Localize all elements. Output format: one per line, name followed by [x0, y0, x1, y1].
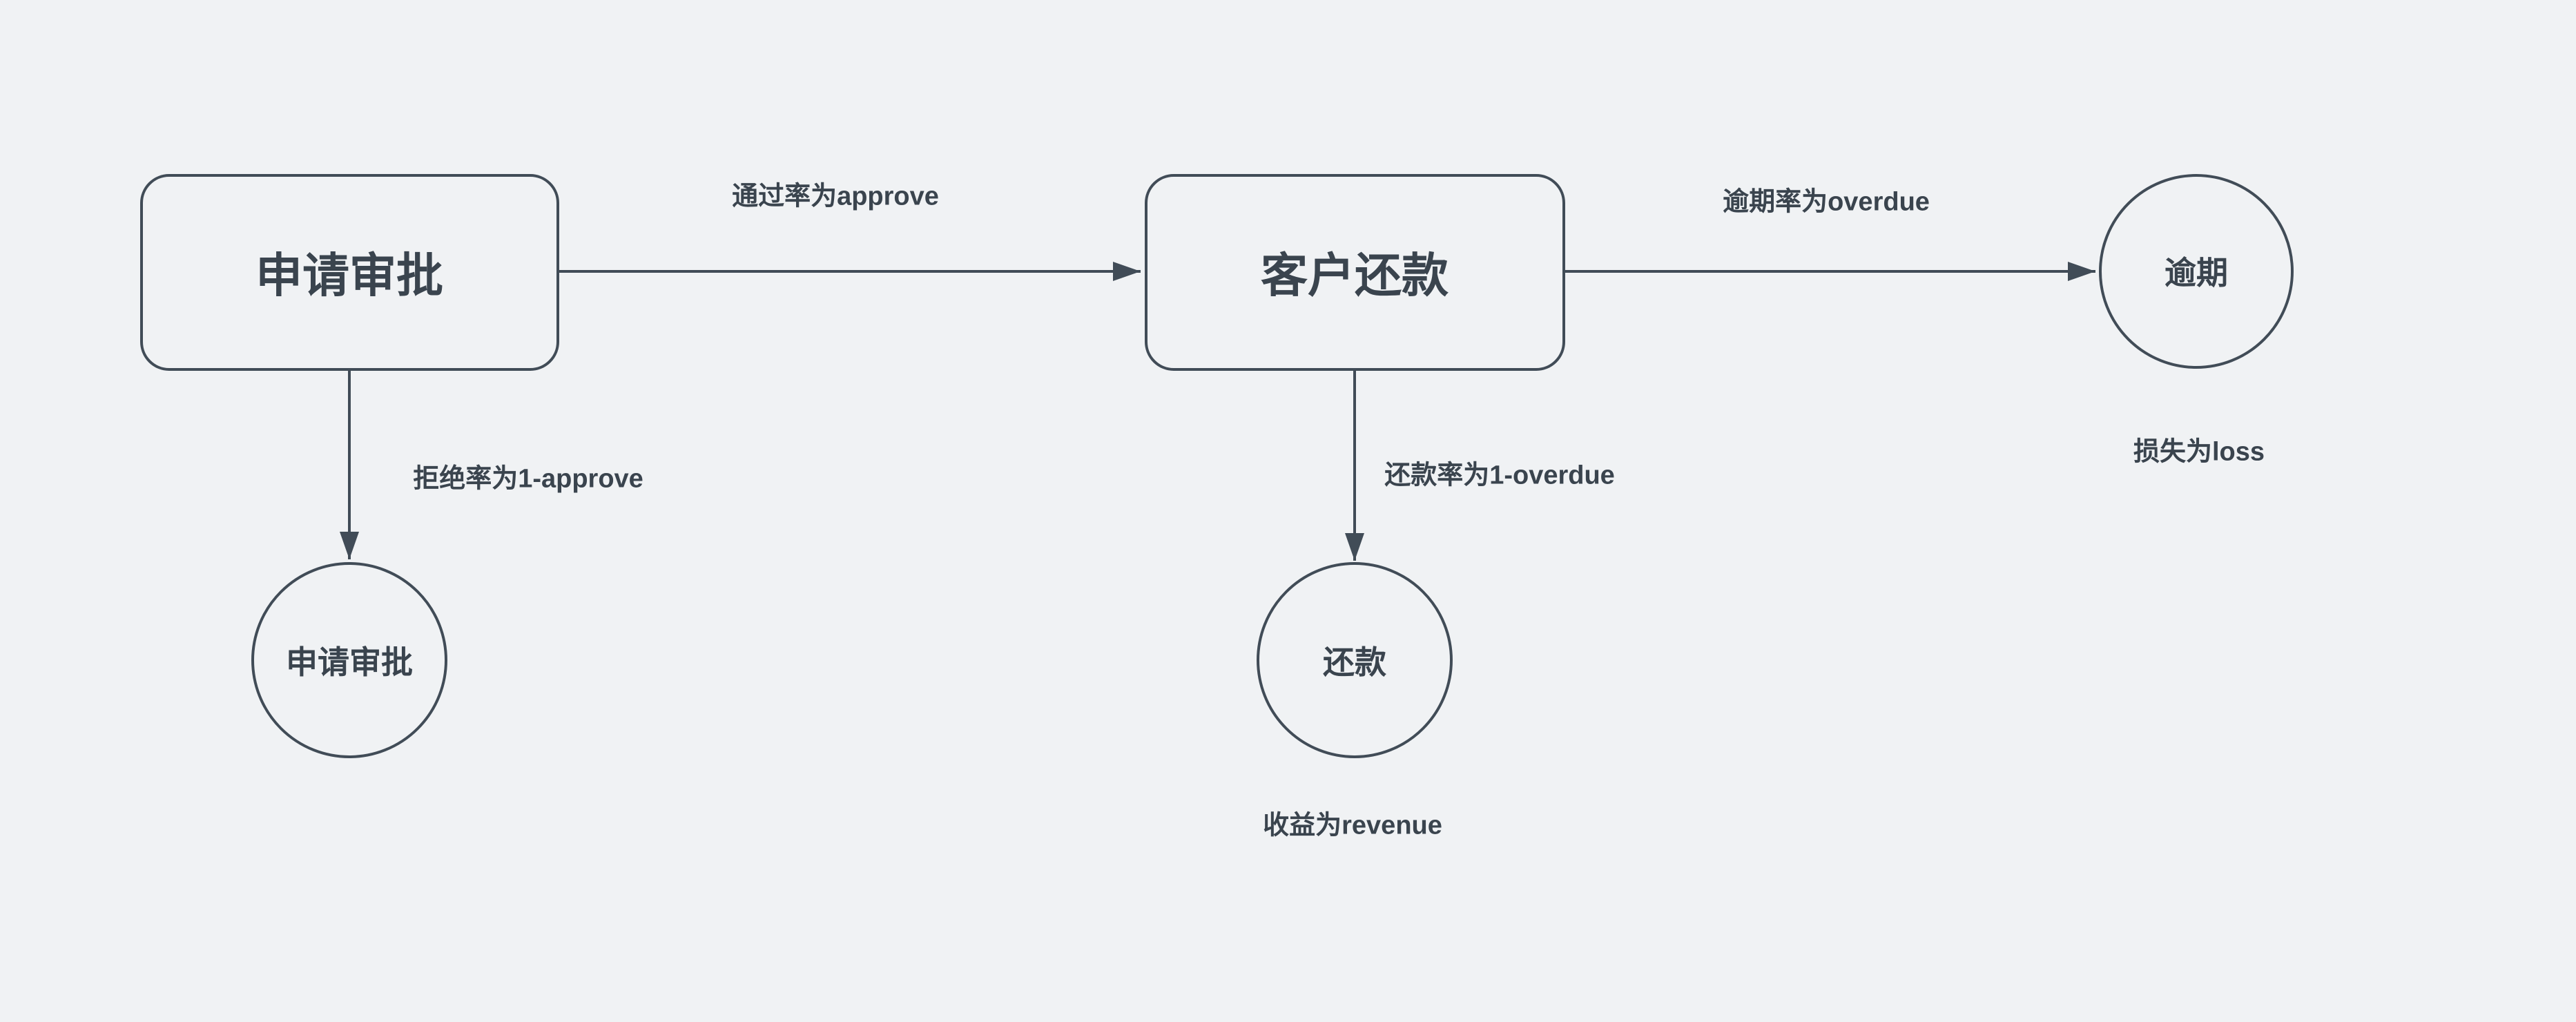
overdue-circle-label: 逾期: [2165, 255, 2228, 291]
edge-reject-label: 拒绝率为1-approve: [413, 464, 643, 494]
repayment-box-label: 客户还款: [1260, 249, 1449, 302]
node-approval-box[interactable]: [140, 174, 559, 371]
annotation-loss: 损失为loss: [2133, 437, 2265, 467]
approval-box-label: 申请审批: [255, 249, 444, 302]
node-repayment-box[interactable]: [1145, 174, 1565, 371]
node-overdue-circle[interactable]: [2099, 174, 2294, 369]
edge-overdue-label: 逾期率为overdue: [1723, 187, 1930, 217]
edge-approve-label: 通过率为approve: [732, 182, 939, 211]
node-repayment-circle[interactable]: [1257, 562, 1453, 758]
annotation-revenue: 收益为revenue: [1263, 811, 1442, 840]
edge-repay-label: 还款率为1-overdue: [1384, 461, 1615, 490]
node-approval-circle[interactable]: [251, 562, 447, 758]
approval-circle-label: 申请审批: [286, 644, 413, 680]
repayment-circle-label: 还款: [1323, 644, 1386, 680]
